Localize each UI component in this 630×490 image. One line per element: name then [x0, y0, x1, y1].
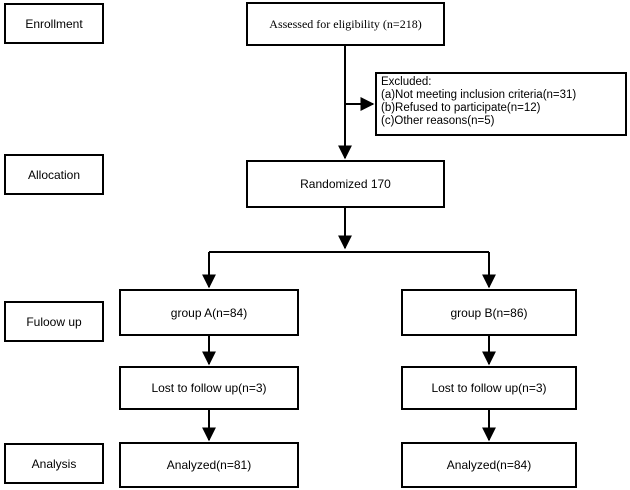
excluded-title: Excluded:: [381, 76, 432, 88]
group-a-label: group A(n=84): [170, 305, 248, 320]
stage-follow-up-label: Fuloow up: [26, 314, 82, 329]
group-a-lost-label: Lost to follow up(n=3): [151, 381, 267, 395]
group-a-analyzed-box: Analyzed(n=81): [119, 442, 299, 488]
group-b-label: group B(n=86): [450, 305, 528, 320]
group-b-lost-box: Lost to follow up(n=3): [401, 366, 577, 410]
group-b-lost-label: Lost to follow up(n=3): [431, 381, 547, 395]
stage-enrollment: Enrollment: [4, 3, 104, 44]
stage-allocation-label: Allocation: [27, 167, 81, 182]
excluded-item: (c)Other reasons(n=5): [381, 115, 495, 127]
stage-enrollment-label: Enrollment: [25, 16, 83, 31]
excluded-item: (a)Not meeting inclusion criteria(n=31): [381, 89, 577, 101]
stage-analysis: Analysis: [4, 443, 104, 484]
group-a-lost-box: Lost to follow up(n=3): [119, 366, 299, 410]
stage-allocation: Allocation: [4, 154, 104, 195]
excluded-box: Excluded: (a)Not meeting inclusion crite…: [375, 72, 627, 136]
randomized-box: Randomized 170: [246, 160, 445, 208]
group-b-analyzed-box: Analyzed(n=84): [401, 442, 577, 488]
group-b-analyzed-label: Analyzed(n=84): [446, 458, 532, 472]
group-a-analyzed-label: Analyzed(n=81): [166, 458, 252, 472]
assessed-box: Assessed for eligibility (n=218): [246, 2, 445, 46]
stage-follow-up: Fuloow up: [4, 301, 104, 342]
stage-analysis-label: Analysis: [31, 456, 77, 471]
excluded-item: (b)Refused to participate(n=12): [381, 102, 541, 114]
group-b-box: group B(n=86): [401, 289, 577, 336]
randomized-label: Randomized 170: [300, 177, 391, 191]
assessed-label: Assessed for eligibility (n=218): [269, 16, 422, 31]
group-a-box: group A(n=84): [119, 289, 299, 336]
